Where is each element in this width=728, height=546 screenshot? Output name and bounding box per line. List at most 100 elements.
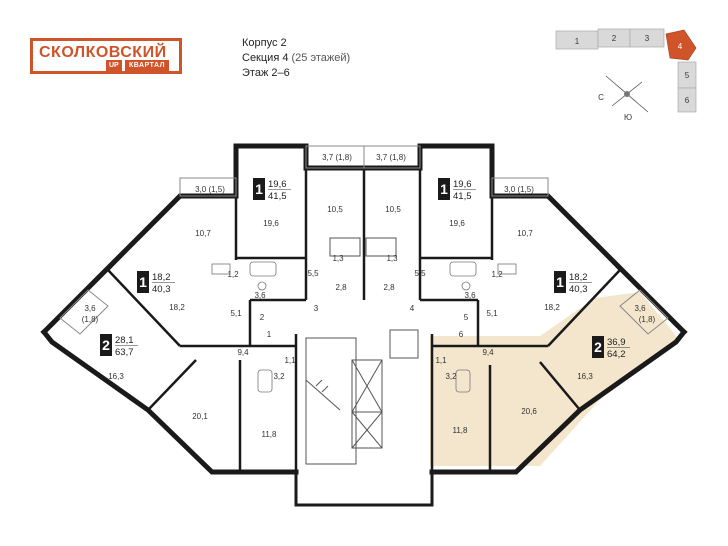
area-label: 20,1 [192, 412, 208, 421]
interior-walls [107, 168, 621, 472]
logo-wordmark: СКОЛКОВСКИЙ [39, 44, 167, 61]
key-section-2[interactable]: 2 [597, 28, 631, 48]
key-section-5-label: 5 [685, 71, 690, 80]
living-area: 36,9 [607, 337, 626, 348]
area-label: 10,7 [517, 229, 533, 238]
living-area: 19,6 [268, 179, 287, 190]
apartment-badge[interactable]: 2 36,9 64,2 [592, 336, 630, 360]
section-line: Секция 4 (25 этажей) [242, 51, 350, 66]
key-section-4[interactable]: 4 [665, 29, 697, 61]
area-label: 3,6 [84, 304, 96, 313]
area-label: 3,2 [273, 372, 285, 381]
area-label: 3,6 [464, 291, 476, 300]
key-section-3-label: 3 [645, 34, 650, 43]
compass-north: С [598, 93, 604, 102]
total-area: 41,5 [453, 191, 472, 202]
compass-icon: С Ю [598, 75, 649, 122]
total-area: 64,2 [607, 349, 626, 360]
area-label: 1,2 [491, 270, 503, 279]
area-label: 18,2 [169, 303, 185, 312]
total-area: 41,5 [268, 191, 287, 202]
area-label: 10,7 [195, 229, 211, 238]
area-label: 3,6 [254, 291, 266, 300]
area-label: 6 [459, 330, 464, 339]
key-section-4-label: 4 [678, 42, 683, 51]
area-label: 1,1 [435, 356, 447, 365]
area-label: 19,6 [449, 219, 465, 228]
building-label: Корпус 2 [242, 37, 287, 49]
plan-info: Корпус 2 Секция 4 (25 этажей) Этаж 2–6 [242, 36, 350, 81]
area-label: 3,6 [634, 304, 646, 313]
area-label: 3,2 [445, 372, 457, 381]
key-section-5[interactable]: 5 [677, 61, 697, 89]
area-label: 11,8 [262, 430, 278, 439]
area-label: 4 [410, 304, 415, 313]
total-area: 40,3 [569, 284, 588, 295]
area-label: 9,4 [482, 348, 494, 357]
area-label: 5 [464, 313, 469, 322]
area-label: 3,7 (1,8) [322, 153, 352, 162]
living-area: 18,2 [569, 272, 588, 283]
area-label: 1,1 [284, 356, 296, 365]
area-label: 9,4 [237, 348, 249, 357]
logo-subtitle: КВАРТАЛ [125, 60, 169, 71]
area-label: 1,3 [332, 254, 344, 263]
key-section-6[interactable]: 6 [677, 87, 697, 113]
apartment-badge[interactable]: 1 18,2 40,3 [554, 271, 592, 295]
area-label: 1,3 [386, 254, 398, 263]
area-label: 1,2 [227, 270, 239, 279]
area-label: 3,7 (1,8) [376, 153, 406, 162]
key-map: 1 2 3 4 5 6 С Ю [555, 28, 697, 122]
key-section-6-label: 6 [685, 96, 690, 105]
section-label: Секция 4 [242, 52, 289, 64]
area-label: 16,3 [577, 372, 593, 381]
compass-south: Ю [624, 113, 632, 122]
apartment-badge[interactable]: 1 19,6 41,5 [438, 178, 476, 202]
floors-note: (25 этажей) [291, 52, 351, 64]
rooms-count: 1 [139, 274, 147, 290]
area-label: 1 [267, 330, 272, 339]
floor-label: Этаж 2–6 [242, 67, 290, 79]
area-label: 5,5 [414, 269, 426, 278]
area-label: 10,5 [385, 205, 401, 214]
rooms-count: 1 [440, 181, 448, 197]
key-section-2-label: 2 [612, 34, 617, 43]
apartment-badge[interactable]: 1 18,2 40,3 [137, 271, 175, 295]
area-label: 11,8 [453, 426, 469, 435]
area-label: 2,8 [335, 283, 347, 292]
area-label: 5,1 [486, 309, 498, 318]
core [305, 237, 419, 465]
rooms-count: 1 [556, 274, 564, 290]
area-label: 2,8 [383, 283, 395, 292]
apartment-badge[interactable]: 2 28,1 63,7 [100, 334, 138, 358]
area-label: 3,0 (1,5) [195, 185, 225, 194]
living-area: 19,6 [453, 179, 472, 190]
area-label: (1,8) [82, 315, 99, 324]
living-area: 28,1 [115, 335, 134, 346]
area-label: 18,2 [544, 303, 560, 312]
key-section-3[interactable]: 3 [629, 28, 665, 48]
living-area: 18,2 [152, 272, 171, 283]
total-area: 40,3 [152, 284, 171, 295]
key-section-1[interactable]: 1 [555, 30, 599, 50]
area-label: 16,3 [108, 372, 124, 381]
area-label: 5,5 [307, 269, 319, 278]
apartment-badge[interactable]: 1 19,6 41,5 [253, 178, 291, 202]
area-label: 19,6 [263, 219, 279, 228]
total-area: 63,7 [115, 347, 134, 358]
key-section-1-label: 1 [575, 37, 580, 46]
area-label: 3,0 (1,5) [504, 185, 534, 194]
logo-tag: UP [106, 60, 122, 71]
area-label: 20,6 [521, 407, 537, 416]
area-label: 3 [314, 304, 319, 313]
area-label: 5,1 [230, 309, 242, 318]
area-label: 10,5 [327, 205, 343, 214]
rooms-count: 1 [255, 181, 263, 197]
room-labels: 3,7 (1,8) 3,7 (1,8) 3,0 (1,5) 3,0 (1,5) … [82, 153, 656, 439]
area-label: 2 [260, 313, 265, 322]
rooms-count: 2 [102, 337, 110, 353]
area-label: (1,8) [639, 315, 656, 324]
balconies [59, 145, 669, 335]
rooms-count: 2 [594, 339, 602, 355]
